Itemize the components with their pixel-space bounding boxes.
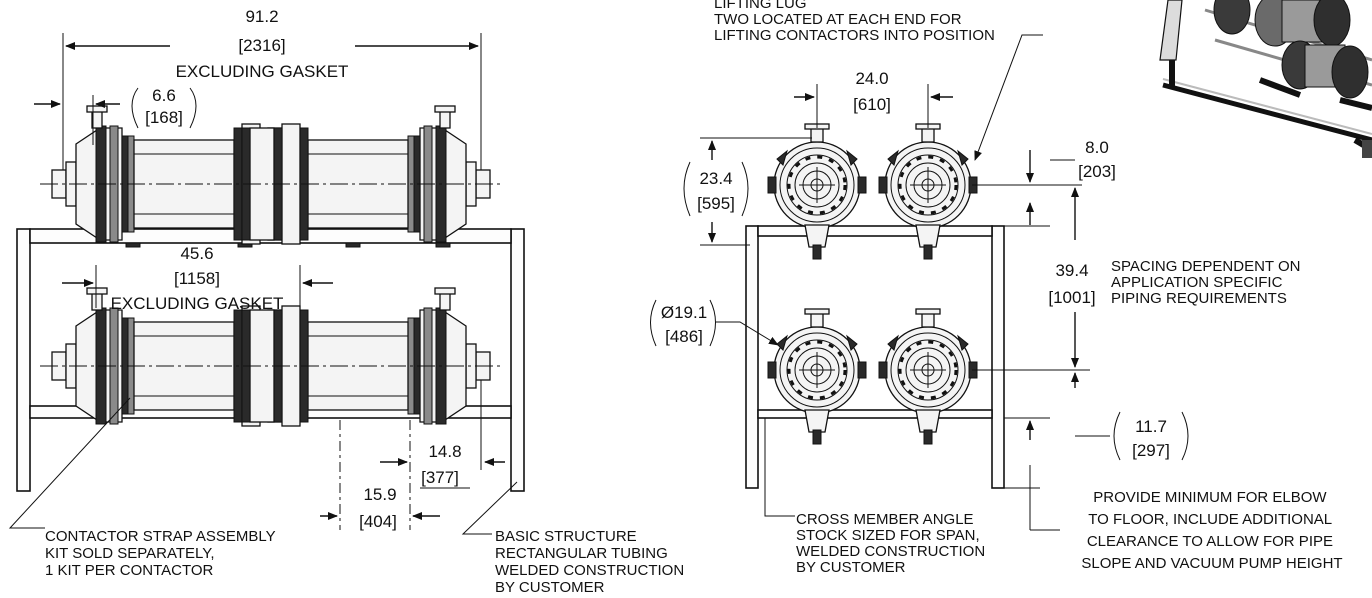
contactor-side-view-icon — [241, 105, 491, 245]
height-23-4-mm: [595] — [697, 194, 735, 213]
spacing-note: SPACING DEPENDENT ON APPLICATION SPECIFI… — [1111, 258, 1305, 307]
end-offset-in: 6.6 — [152, 86, 176, 105]
contactor-end-view-icon — [766, 122, 868, 261]
height-23-4-in: 23.4 — [699, 169, 732, 188]
contactor-end-view-icon — [877, 307, 979, 446]
dim-15-9-mm: [404] — [359, 512, 397, 531]
dim-8-0-in: 8.0 — [1085, 138, 1109, 157]
strap-kit-note: CONTACTOR STRAP ASSEMBLY KIT SOLD SEPARA… — [45, 528, 280, 579]
overall-length-in: 91.2 — [245, 7, 278, 26]
center-spacing-in: 24.0 — [855, 69, 888, 88]
contactor-end-view-icon — [877, 122, 979, 261]
side-view: 91.2 [2316] EXCLUDING GASKET 6.6 [168] 4… — [8, 7, 525, 535]
end-view: 24.0 [610] 23.4 [595] Ø19.1 [486] 8.0 [2… — [650, 34, 1189, 531]
vertical-spacing-mm: [1001] — [1048, 288, 1095, 307]
contactor-end-view-icon — [766, 307, 868, 446]
contactor-length-note: EXCLUDING GASKET — [111, 294, 284, 313]
structure-note: BASIC STRUCTURE RECTANGULAR TUBING WELDE… — [495, 528, 688, 596]
floor-clearance-note: PROVIDE MINIMUM FOR ELBOW TO FLOOR, INCL… — [1081, 489, 1342, 572]
cross-member-note: CROSS MEMBER ANGLE STOCK SIZED FOR SPAN,… — [796, 511, 989, 576]
frame-post-left — [16, 228, 31, 492]
isometric-assembly-icon — [1159, 0, 1372, 158]
flange-diameter-in: Ø19.1 — [661, 303, 707, 322]
end-lower-beam — [757, 409, 993, 419]
flange-diameter-mm: [486] — [665, 327, 703, 346]
dim-15-9-in: 15.9 — [363, 485, 396, 504]
center-spacing-mm: [610] — [853, 95, 891, 114]
dim-8-0-mm: [203] — [1078, 162, 1116, 181]
contactor-length-in: 45.6 — [180, 244, 213, 263]
dim-14-8-in: 14.8 — [428, 442, 461, 461]
end-frame-post-right — [991, 225, 1005, 489]
dim-14-8-mm: [377] — [421, 468, 459, 487]
contactor-length-mm: [1158] — [174, 269, 220, 288]
lifting-lug-note: LIFTING LUG TWO LOCATED AT EACH END FOR … — [714, 0, 995, 44]
frame-post-right — [510, 228, 525, 492]
overall-length-note: EXCLUDING GASKET — [176, 62, 349, 81]
end-frame-post-left — [745, 225, 759, 489]
dim-11-7-mm: [297] — [1132, 441, 1170, 460]
end-upper-beam — [757, 225, 993, 237]
vertical-spacing-in: 39.4 — [1055, 261, 1088, 280]
overall-length-mm: [2316] — [238, 36, 285, 55]
dim-11-7-in: 11.7 — [1135, 417, 1167, 436]
end-offset-mm: [168] — [145, 108, 183, 127]
